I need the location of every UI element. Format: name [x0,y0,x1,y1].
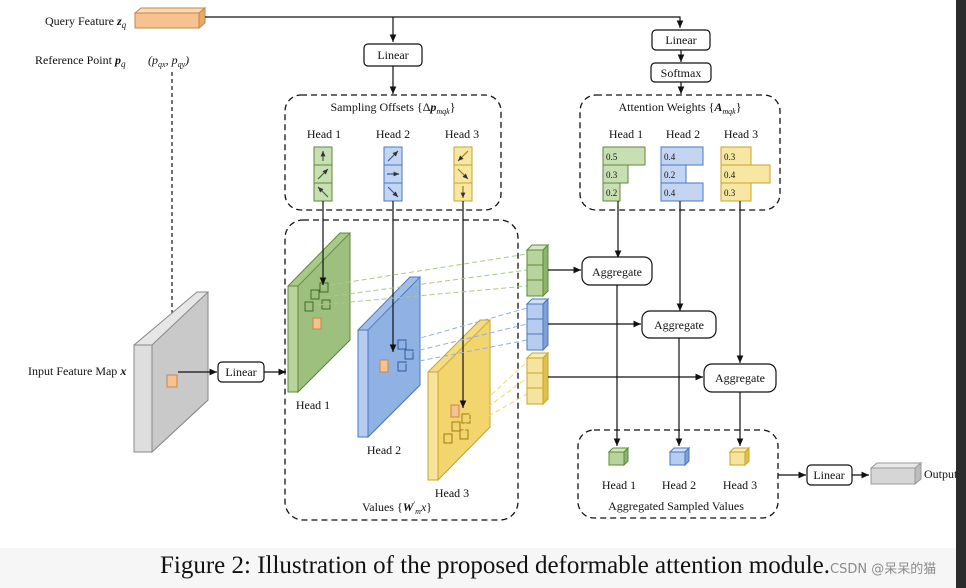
aggregated-head2-label: Head 2 [662,478,696,492]
svg-text:0.2: 0.2 [606,188,617,198]
value-head2-label: Head 2 [367,443,401,457]
linear-box-offsets: Linear [363,43,423,67]
output-label: Output [924,467,956,481]
svg-text:Aggregate: Aggregate [592,265,642,279]
query-feature-vector [133,6,207,30]
weights-head1-label: Head 1 [609,127,643,141]
values-label: Values {W′mx} [362,500,432,516]
sampling-offsets-label: Sampling Offsets {Δpmqk} [330,100,455,116]
offsets-head1-label: Head 1 [307,127,341,141]
weights-head2-label: Head 2 [666,127,700,141]
svg-text:Aggregate: Aggregate [715,371,765,385]
svg-text:Linear: Linear [813,468,844,482]
offsets-head1-column [313,146,333,202]
caption-band [0,548,956,588]
value-map-head2 [357,275,421,439]
aggregate-box-head1: Aggregate [581,256,653,286]
value-head3-label: Head 3 [435,486,469,500]
offsets-head2-column [383,146,403,202]
input-feature-map-label: Input Feature Map x [28,364,126,378]
window-edge [956,0,966,588]
sampled-values-head1 [525,243,550,298]
svg-text:0.4: 0.4 [664,152,676,162]
aggregate-box-head2: Aggregate [641,310,717,339]
sampled-values-head2 [525,297,550,352]
aggregated-cube-head1 [607,446,630,467]
aggregated-cube-head2 [668,446,691,467]
figure-caption: Figure 2: Illustration of the proposed d… [160,552,830,579]
sampled-values-head3 [525,351,550,406]
offsets-head3-label: Head 3 [445,127,479,141]
softmax-box: Softmax [650,62,712,83]
sampling-dashed-lines [317,253,528,437]
values-group [284,219,519,521]
aggregated-head3-label: Head 3 [723,478,757,492]
svg-text:Linear: Linear [665,33,696,47]
aggregated-cube-head3 [728,446,751,467]
weights-head2-bars: 0.4 0.2 0.4 [660,146,704,202]
offsets-head2-label: Head 2 [376,127,410,141]
aggregate-box-head3: Aggregate [703,363,777,393]
value-map-head1 [287,231,351,394]
svg-text:0.5: 0.5 [606,152,618,162]
deformable-attention-diagram: Query Feature zq Reference Point pq (pqx… [28,6,958,521]
value-head1-label: Head 1 [296,398,330,412]
svg-text:0.4: 0.4 [724,170,736,180]
reference-point-coords: (pqx, pqy) [148,53,189,69]
svg-text:Linear: Linear [377,48,408,62]
svg-text:0.3: 0.3 [724,188,736,198]
svg-text:Softmax: Softmax [661,66,702,80]
aggregated-values-group [577,429,779,519]
linear-box-attention: Linear [651,29,711,51]
svg-text:0.4: 0.4 [664,188,676,198]
query-line [205,16,684,28]
reference-point-label: Reference Point pq [35,53,126,69]
linear-box-values: Linear [217,361,265,383]
aggregated-values-label: Aggregated Sampled Values [608,499,744,513]
output-vector [869,461,923,486]
query-feature-label: Query Feature zq [45,14,127,30]
attention-weights-label: Attention Weights {Amqk} [618,100,741,116]
csdn-watermark: CSDN @呆呆的猫 [830,562,937,577]
weights-head3-label: Head 3 [724,127,758,141]
svg-text:0.3: 0.3 [606,170,618,180]
weights-head3-bars: 0.3 0.4 0.3 [720,146,771,202]
sampling-offsets-group [284,94,502,211]
weights-head1-bars: 0.5 0.3 0.2 [602,146,646,202]
linear-box-output: Linear [806,464,853,486]
svg-text:Linear: Linear [225,365,256,379]
svg-text:0.2: 0.2 [664,170,675,180]
offsets-head3-column [453,146,473,202]
value-map-head3 [427,318,491,482]
svg-text:0.3: 0.3 [724,152,736,162]
aggregated-head1-label: Head 1 [602,478,636,492]
svg-text:Aggregate: Aggregate [654,318,704,332]
